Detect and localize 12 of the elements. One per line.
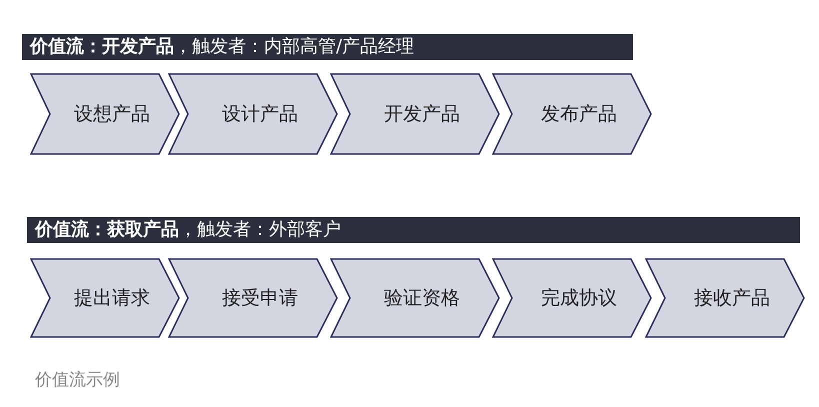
chevron-step: 接受申请 [168, 258, 338, 338]
chevron-step: 提出请求 [30, 258, 180, 338]
chevron-step: 验证资格 [330, 258, 500, 338]
chevron-step: 设想产品 [30, 73, 180, 155]
chevron-step: 开发产品 [330, 73, 500, 155]
chevron-step: 设计产品 [168, 73, 338, 155]
chevron-step: 完成协议 [492, 258, 652, 338]
chevron-step: 接收产品 [645, 258, 805, 338]
chevron-step: 发布产品 [492, 73, 652, 155]
title-bar: 价值流：获取产品，触发者：外部客户 [27, 217, 800, 243]
caption: 价值流示例 [35, 369, 120, 391]
title-bar: 价值流：开发产品，触发者：内部高管/产品经理 [22, 34, 633, 60]
